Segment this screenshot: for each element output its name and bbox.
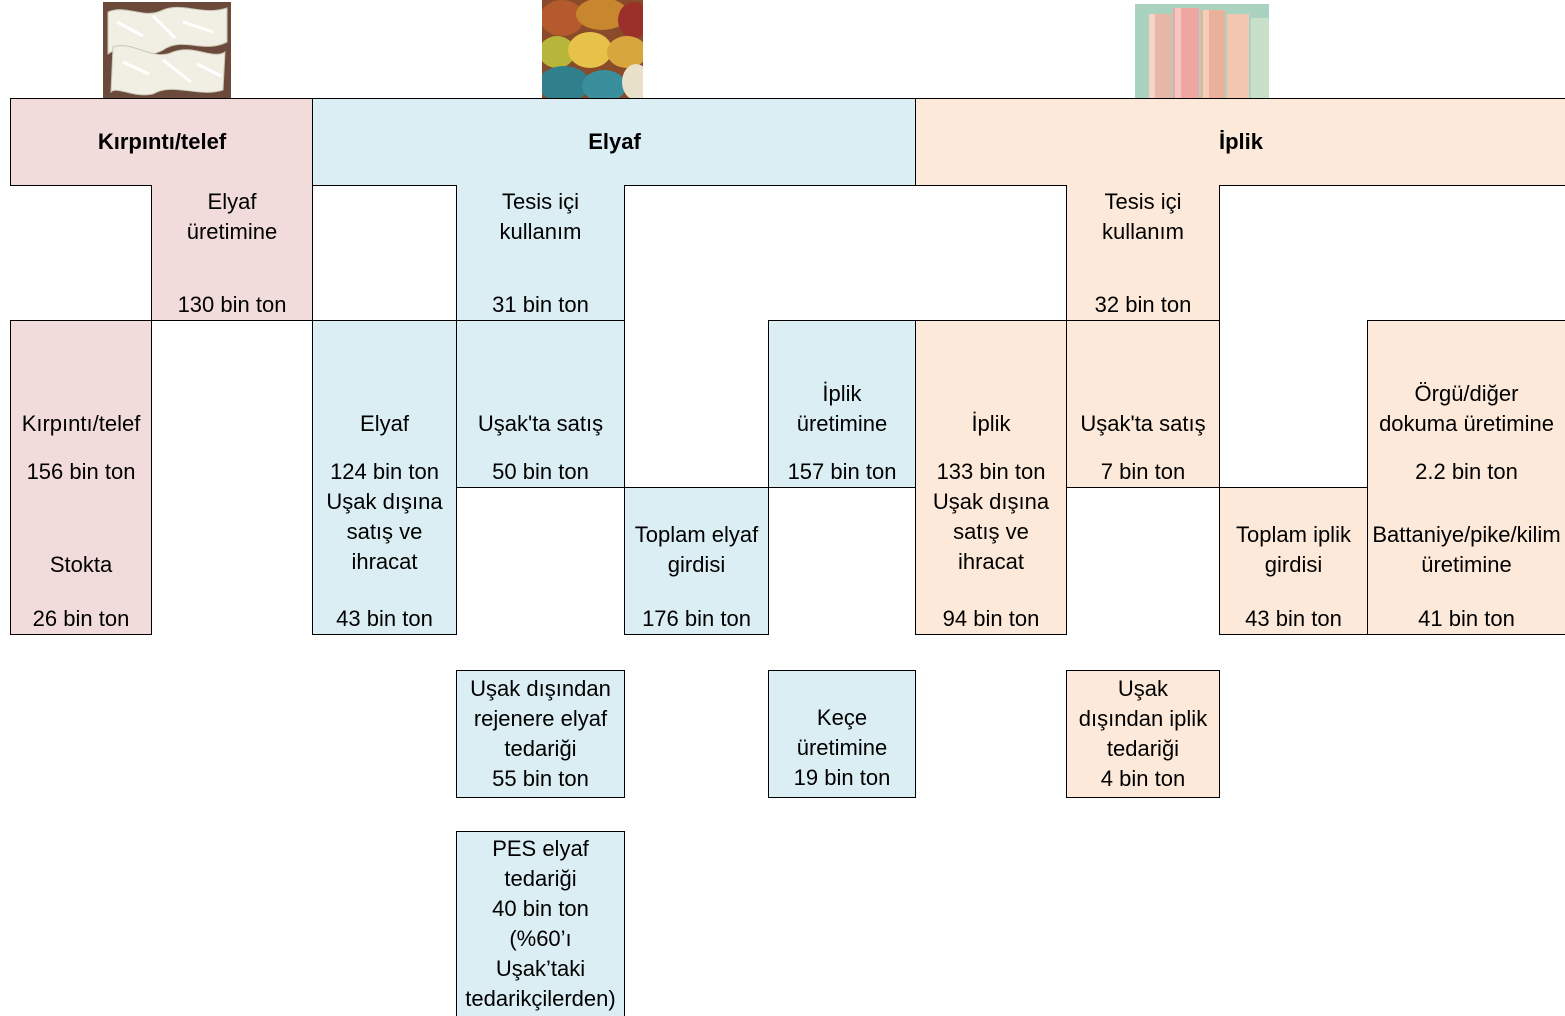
box-label: Tesis içi kullanım xyxy=(1102,189,1184,244)
box-battaniye: Battaniye/pike/kilim üretimine 41 bin to… xyxy=(1367,487,1565,635)
box-value: 176 bin ton xyxy=(642,606,751,631)
box-elyaf-disina-satis: Uşak dışına satış ve ihracat 43 bin ton xyxy=(312,487,457,635)
box-value: 156 bin ton xyxy=(26,459,136,484)
box-label: Stokta xyxy=(49,552,113,577)
box-value: 31 bin ton xyxy=(492,292,589,317)
box-value: 43 bin ton xyxy=(1245,606,1342,631)
box-toplam-elyaf: Toplam elyaf girdisi 176 bin ton xyxy=(624,487,769,635)
header-iplik-label: İplik xyxy=(1218,129,1263,154)
box-value: 4 bin ton xyxy=(1100,766,1186,791)
box-label: Örgü/diğer dokuma üretimine xyxy=(1379,381,1554,436)
box-label: Uşak'ta satış xyxy=(477,411,604,436)
box-iplik-tesis-ici: Tesis içi kullanım 32 bin ton xyxy=(1066,185,1220,321)
box-label: Tesis içi kullanım xyxy=(499,189,582,244)
box-label: Toplam elyaf girdisi xyxy=(634,522,759,577)
box-elyaf-total: Elyaf 124 bin ton xyxy=(312,320,457,488)
header-kirpinti-label: Kırpıntı/telef xyxy=(97,129,227,154)
box-iplik-uretimine: İplik üretimine 157 bin ton xyxy=(768,320,916,488)
box-value: 133 bin ton xyxy=(936,459,1046,484)
header-elyaf: Elyaf xyxy=(312,98,917,186)
box-kece: Keçe üretimine 19 bin ton xyxy=(768,670,916,798)
box-label: PES elyaf tedariği 40 bin ton (%60’ı Uşa… xyxy=(465,836,616,1011)
box-label: Battaniye/pike/kilim üretimine xyxy=(1372,522,1561,577)
kirpinti-photo xyxy=(103,2,231,98)
box-pes-tedarik: PES elyaf tedariği 40 bin ton (%60’ı Uşa… xyxy=(456,831,625,1016)
box-label: Uşak dışına satış ve ihracat xyxy=(326,489,443,574)
box-iplik-total: İplik 133 bin ton xyxy=(915,320,1067,488)
box-label: Toplam iplik girdisi xyxy=(1236,522,1351,577)
box-value: 26 bin ton xyxy=(32,606,130,631)
box-stokta: Stokta 26 bin ton xyxy=(10,487,152,635)
box-label: Uşak dışından iplik tedariği xyxy=(1078,676,1208,761)
box-value: 32 bin ton xyxy=(1094,292,1192,317)
box-elyaf-uretimine: Elyaf üretimine 130 bin ton xyxy=(151,185,313,321)
box-label: Kırpıntı/telef xyxy=(21,411,141,436)
box-toplam-iplik: Toplam iplik girdisi 43 bin ton xyxy=(1219,487,1368,635)
iplik-photo xyxy=(1135,4,1269,98)
box-rejenere-tedarik: Uşak dışından rejenere elyaf tedariği 55… xyxy=(456,670,625,798)
box-value: 50 bin ton xyxy=(492,459,589,484)
header-elyaf-label: Elyaf xyxy=(588,129,641,154)
box-value: 7 bin ton xyxy=(1100,459,1186,484)
box-value: 130 bin ton xyxy=(177,292,287,317)
box-label: Elyaf üretimine xyxy=(186,189,278,244)
box-kirpinti-total: Kırpıntı/telef 156 bin ton xyxy=(10,320,152,488)
header-kirpinti: Kırpıntı/telef xyxy=(10,98,314,186)
box-iplik-disina-satis: Uşak dışına satış ve ihracat 94 bin ton xyxy=(915,487,1067,635)
header-iplik: İplik xyxy=(915,98,1565,186)
box-label: Uşak'ta satış xyxy=(1080,411,1206,436)
box-value: 124 bin ton xyxy=(330,459,439,484)
box-label: Elyaf xyxy=(360,411,409,436)
elyaf-photo xyxy=(542,0,643,98)
box-orgu-diger: Örgü/diğer dokuma üretimine 2.2 bin ton xyxy=(1367,320,1565,488)
box-elyaf-usak-satis: Uşak'ta satış 50 bin ton xyxy=(456,320,625,488)
box-value: 94 bin ton xyxy=(942,606,1040,631)
box-value: 157 bin ton xyxy=(787,459,897,484)
box-value: 19 bin ton xyxy=(793,765,891,790)
box-value: 43 bin ton xyxy=(336,606,433,631)
box-value: 2.2 bin ton xyxy=(1415,459,1518,484)
box-label: İplik üretimine xyxy=(796,381,888,436)
box-elyaf-tesis-ici: Tesis içi kullanım 31 bin ton xyxy=(456,185,625,321)
box-iplik-usak-satis: Uşak'ta satış 7 bin ton xyxy=(1066,320,1220,488)
box-value: 55 bin ton xyxy=(492,766,589,791)
box-label: Keçe üretimine xyxy=(796,705,888,760)
box-iplik-tedarik: Uşak dışından iplik tedariği 4 bin ton xyxy=(1066,670,1220,798)
box-value: 41 bin ton xyxy=(1418,606,1515,631)
box-label: İplik xyxy=(971,411,1011,436)
box-label: Uşak dışına satış ve ihracat xyxy=(932,489,1050,574)
box-label: Uşak dışından rejenere elyaf tedariği xyxy=(470,676,611,761)
